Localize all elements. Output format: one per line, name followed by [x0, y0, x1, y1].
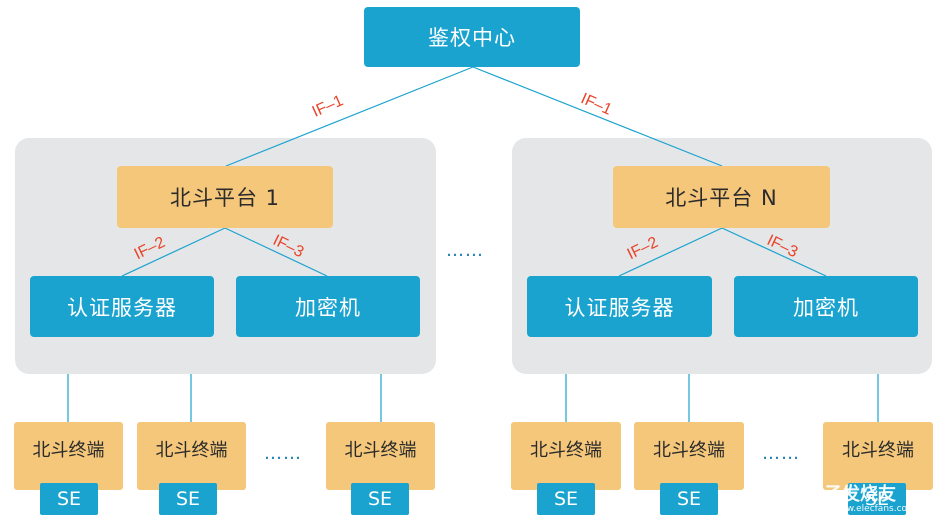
- terminal-node-4: 北斗终端: [511, 422, 621, 490]
- terminals-ellipsis-2: ……: [762, 443, 800, 464]
- terminal-node-2: 北斗终端: [137, 422, 246, 490]
- link-platform-n-auth: [618, 227, 723, 277]
- link-platform-1-auth: [121, 227, 226, 277]
- link-platform-1-enc: [224, 227, 328, 277]
- terminals-ellipsis-1: ……: [264, 443, 302, 464]
- encryptor-1-label: 加密机: [295, 295, 361, 320]
- terminal-node-3: 北斗终端: [326, 422, 435, 490]
- platform-node-n: 北斗平台 N: [613, 166, 830, 228]
- auth-center-label: 鉴权中心: [428, 26, 516, 50]
- watermark-brand: 电子发烧友: [806, 484, 896, 505]
- platform-1-label: 北斗平台 1: [169, 186, 281, 210]
- se-chip-3: SE: [351, 483, 409, 515]
- se-chip-5: SE: [660, 483, 718, 515]
- link-center-platform-n: [472, 66, 723, 167]
- se-chip-2: SE: [159, 483, 217, 515]
- auth-server-n-label: 认证服务器: [564, 295, 675, 320]
- link-center-platform-1: [225, 66, 474, 167]
- platform-n-label: 北斗平台 N: [665, 186, 778, 210]
- terminal-label: 北斗终端: [653, 440, 725, 461]
- auth-center-node: 鉴权中心: [364, 7, 580, 67]
- watermark-url: www.elecfans.com: [832, 504, 916, 514]
- platforms-ellipsis: ……: [446, 240, 484, 261]
- encryptor-node-n: 加密机: [734, 276, 918, 337]
- terminal-node-1: 北斗终端: [14, 422, 123, 490]
- terminal-label: 北斗终端: [32, 440, 105, 461]
- auth-server-1-label: 认证服务器: [67, 295, 177, 320]
- se-chip-1: SE: [40, 483, 98, 515]
- platform-node-1: 北斗平台 1: [117, 166, 333, 228]
- terminal-label: 北斗终端: [842, 440, 914, 461]
- watermark-logo: 电子发烧友 www.elecfans.com: [806, 480, 916, 514]
- terminal-label: 北斗终端: [344, 440, 417, 461]
- auth-server-node-1: 认证服务器: [30, 276, 214, 337]
- terminal-label: 北斗终端: [155, 440, 228, 461]
- terminal-label: 北斗终端: [530, 440, 602, 461]
- terminal-node-6: 北斗终端: [823, 422, 933, 490]
- encryptor-n-label: 加密机: [793, 295, 859, 320]
- encryptor-node-1: 加密机: [236, 276, 420, 337]
- se-chip-4: SE: [537, 483, 595, 515]
- terminal-node-5: 北斗终端: [634, 422, 744, 490]
- link-platform-n-enc: [721, 227, 827, 277]
- auth-server-node-n: 认证服务器: [527, 276, 712, 337]
- se-chip-6: SE: [848, 483, 906, 515]
